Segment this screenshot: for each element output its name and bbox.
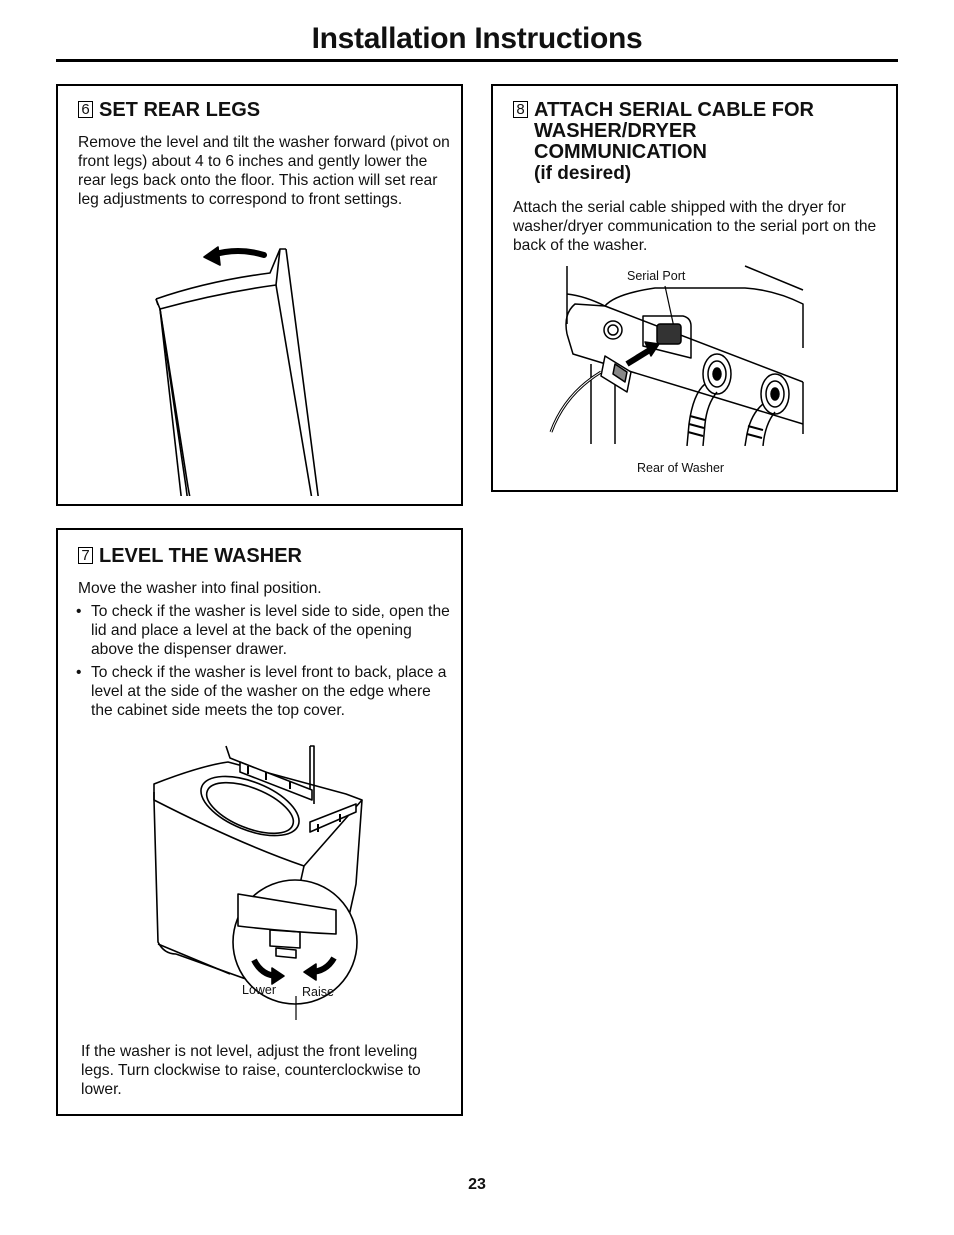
step-8-panel: 8 ATTACH SERIAL CABLE FOR WASHER/DRYER C… — [491, 84, 898, 492]
step-7-footer-text: If the washer is not level, adjust the f… — [81, 1043, 421, 1098]
step-7-title: LEVEL THE WASHER — [99, 545, 302, 567]
step-8-title-line-2: WASHER/DRYER — [534, 120, 697, 142]
list-item: To check if the washer is level side to … — [76, 602, 451, 659]
raise-label: Raise — [302, 985, 334, 999]
step-8-heading: 8 ATTACH SERIAL CABLE FOR WASHER/DRYER C… — [513, 100, 814, 184]
leveling-illustration — [153, 745, 363, 1020]
step-7-bullet-list: To check if the washer is level side to … — [76, 602, 451, 724]
page-number: 23 — [468, 1176, 486, 1193]
step-6-body: Remove the level and tilt the washer for… — [78, 134, 450, 208]
step-6-title: SET REAR LEGS — [99, 99, 261, 121]
serial-port-illustration — [549, 265, 804, 446]
step-8-body: Attach the serial cable shipped with the… — [513, 199, 877, 254]
step-6-panel: 6 SET REAR LEGS Remove the level and tilt… — [56, 84, 463, 506]
step-6-number: 6 — [78, 101, 93, 118]
washer-tilt-illustration — [155, 246, 319, 496]
step-7-intro: Move the washer into final position. — [78, 580, 322, 597]
step-7-panel: 7 LEVEL THE WASHER Move the washer into f… — [56, 528, 463, 1116]
step-7-heading: 7 LEVEL THE WASHER — [78, 546, 302, 567]
list-item: To check if the washer is level front to… — [76, 663, 451, 720]
step-6-heading: 6 SET REAR LEGS — [78, 100, 260, 121]
step-8-title-sub: (if desired) — [534, 163, 632, 184]
lower-label: Lower — [242, 983, 277, 997]
step-8-number: 8 — [513, 101, 528, 118]
rear-of-washer-label: Rear of Washer — [637, 461, 725, 475]
page-title: Installation Instructions — [311, 22, 643, 55]
step-8-title-line-3: COMMUNICATION — [534, 141, 707, 163]
serial-port-label: Serial Port — [627, 269, 686, 283]
step-7-number: 7 — [78, 547, 93, 564]
step-8-title-line-1: ATTACH SERIAL CABLE FOR — [534, 99, 814, 121]
title-divider — [56, 59, 898, 62]
